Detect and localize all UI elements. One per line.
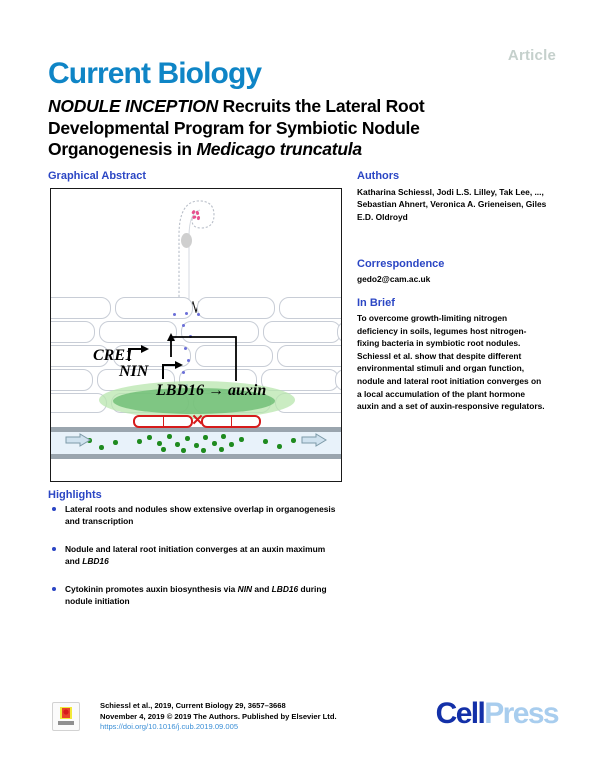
graphical-abstract-figure: ✕: [50, 188, 342, 482]
figure-canvas: ✕: [51, 189, 341, 481]
division-marker-icon: ✕: [191, 412, 204, 429]
cytokinin-dot: [182, 371, 186, 375]
highlight-text: Cytokinin promotes auxin biosynthesis vi…: [65, 583, 238, 594]
cytokinin-dot: [182, 324, 186, 328]
cytokinin-dot: [185, 312, 189, 316]
title-gene-name: NODULE INCEPTION: [48, 96, 219, 116]
section-header-in-brief: In Brief: [357, 297, 395, 309]
label-lbd16-auxin: LBD16 → auxin: [156, 382, 267, 399]
citation-line-2: November 4, 2019 © 2019 The Authors. Pub…: [100, 711, 337, 721]
authors-list: Katharina Schiessl, Jodi L.S. Lilley, Ta…: [357, 187, 547, 222]
logo-press: Press: [484, 697, 559, 730]
title-species-name: Medicago truncatula: [196, 139, 362, 159]
in-brief-text: To overcome growth-limiting nitrogen def…: [357, 313, 545, 412]
highlights-list: Lateral roots and nodules show extensive…: [48, 503, 338, 622]
title-main: Recruits the Lateral Root Developmental …: [48, 96, 425, 159]
section-header-correspondence: Correspondence: [357, 258, 445, 270]
bullet-icon: [52, 546, 56, 551]
doi-link[interactable]: https://doi.org/10.1016/j.cub.2019.09.00…: [100, 722, 239, 732]
cytokinin-dot: [173, 313, 177, 317]
citation-block: Schiessl et al., 2019, Current Biology 2…: [100, 701, 337, 733]
highlight-text: Lateral roots and nodules show extensive…: [65, 504, 336, 527]
auxin-flow-arrow-right: [301, 433, 327, 447]
auxin-maximum-core: [113, 388, 275, 414]
page-title: NODULE INCEPTION Recruits the Lateral Ro…: [48, 96, 518, 161]
vascular-boundary: [51, 454, 341, 459]
section-header-highlights: Highlights: [48, 489, 102, 501]
highlight-text: Nodule and lateral root initiation conve…: [65, 543, 326, 567]
list-item: Lateral roots and nodules show extensive…: [48, 503, 338, 528]
highlight-text-end: during nodule initiation: [65, 583, 327, 607]
cytokinin-dot: [197, 313, 201, 317]
list-item: Cytokinin promotes auxin biosynthesis vi…: [48, 583, 338, 608]
cell-division-line: [163, 417, 165, 426]
highlight-gene-name-2: LBD16: [271, 583, 299, 594]
nucleus-shape: [181, 233, 192, 248]
highlight-gene-name: NIN: [237, 583, 253, 594]
label-cre1: CRE1: [93, 347, 134, 364]
bullet-icon: [52, 586, 56, 591]
citation-line-1: Schiessl et al., 2019, Current Biology 2…: [100, 701, 286, 710]
highlight-text-mid: and: [252, 583, 272, 594]
section-header-graphical-abstract: Graphical Abstract: [48, 170, 147, 182]
vascular-boundary: [51, 427, 341, 432]
cell-press-logo: CellPress: [435, 697, 560, 731]
cytokinin-dot: [184, 347, 188, 351]
auxin-flow-arrow-left: [65, 433, 91, 447]
cytokinin-dot: [187, 359, 191, 363]
highlight-gene-name: LBD16: [82, 556, 109, 567]
list-item: Nodule and lateral root initiation conve…: [48, 543, 338, 568]
label-nin: NIN: [119, 363, 149, 380]
cell-division-line: [231, 417, 233, 426]
section-header-authors: Authors: [357, 170, 400, 182]
logo-cell: Cell: [435, 697, 486, 730]
correspondence-email[interactable]: gedo2@cam.ac.uk: [357, 274, 431, 284]
journal-masthead: Current Biology: [48, 57, 262, 90]
cortex-cell-row: [51, 319, 341, 345]
journal-cover-thumbnail-icon: [52, 702, 80, 731]
bullet-icon: [52, 507, 56, 511]
article-type-label: Article: [507, 47, 556, 64]
regulatory-network-arrows: [128, 333, 237, 381]
